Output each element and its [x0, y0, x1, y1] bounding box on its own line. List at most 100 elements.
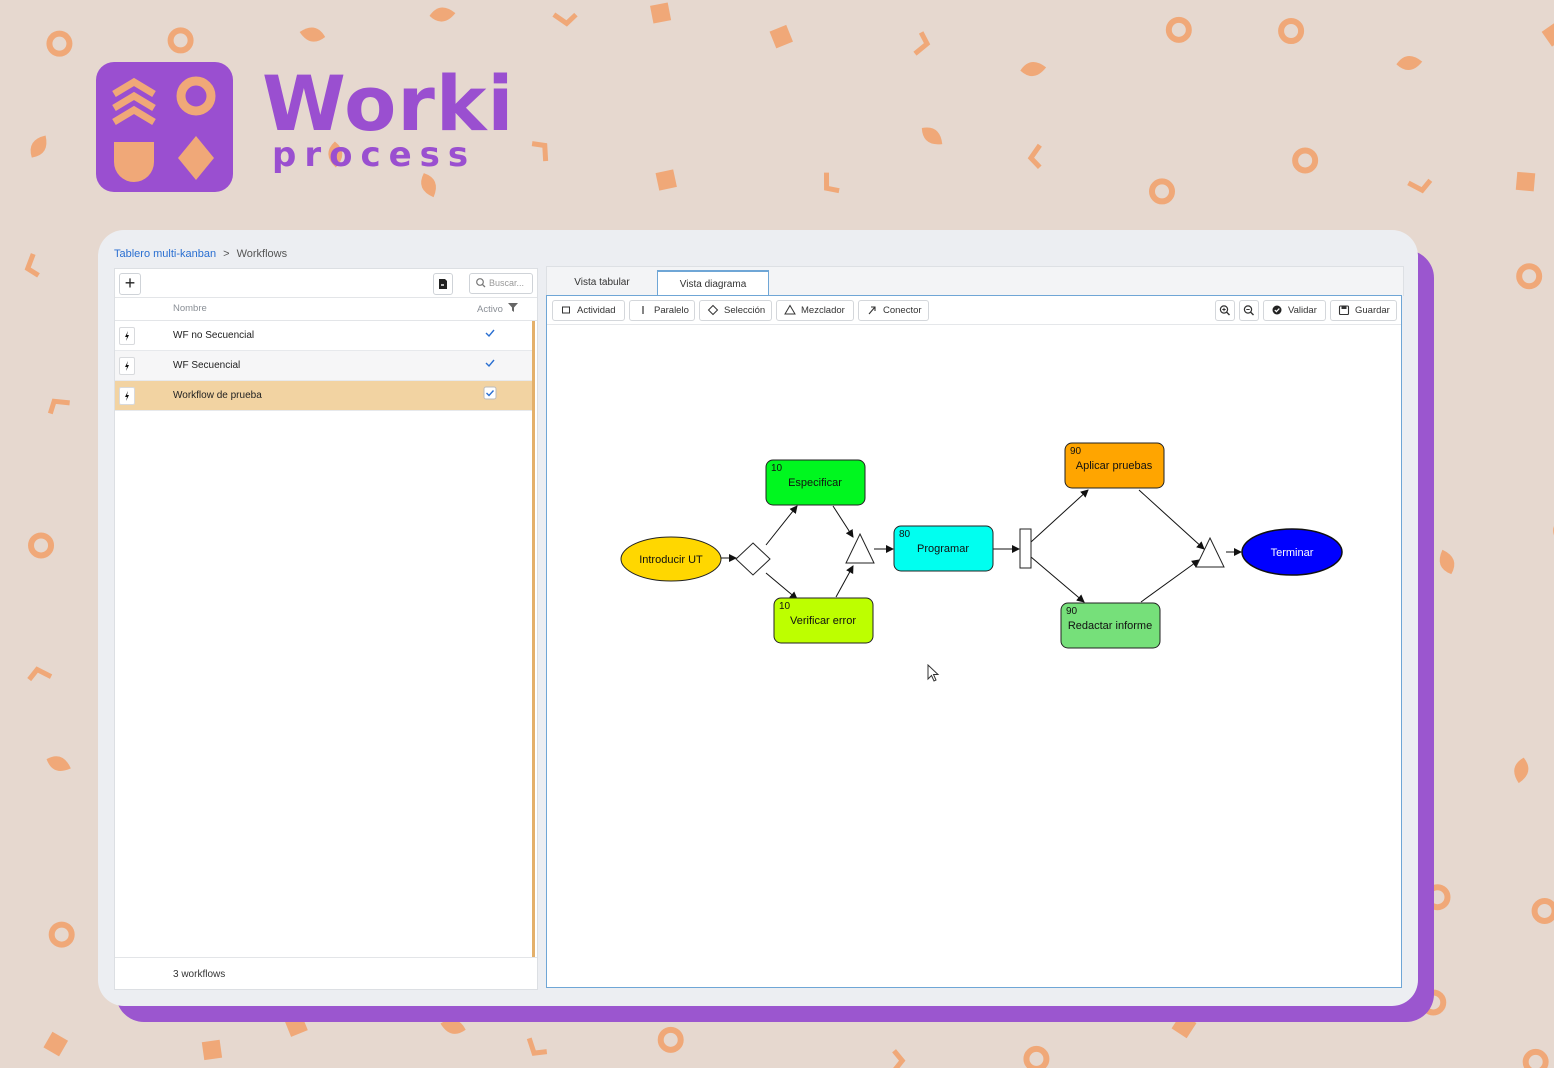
confetti-shape [1516, 263, 1543, 290]
confetti-shape [1515, 171, 1536, 192]
node-label: Introducir UT [639, 554, 703, 566]
add-workflow-button[interactable]: + [119, 273, 141, 295]
add-connector-button[interactable]: Conector [858, 300, 929, 321]
table-row[interactable]: WF no Secuencial [115, 321, 533, 351]
checkbox[interactable] [483, 386, 497, 400]
confetti-shape [531, 141, 549, 162]
confetti-shape [46, 30, 73, 57]
save-button[interactable]: Guardar [1330, 300, 1397, 321]
check-circle-icon [1271, 301, 1283, 327]
node-introducir-ut[interactable]: Introducir UT [620, 536, 722, 582]
tab-vista-diagrama[interactable]: Vista diagrama [657, 270, 769, 298]
confetti-shape [1278, 18, 1305, 45]
confetti-shape [43, 1031, 69, 1057]
add-activity-button[interactable]: Actividad [552, 300, 625, 321]
validate-button[interactable]: Validar [1263, 300, 1326, 321]
confetti-shape [1514, 757, 1529, 784]
row-name: Workflow de prueba [173, 390, 262, 401]
brand-subtitle: process [272, 135, 477, 175]
confetti-shape [440, 1019, 466, 1034]
table-row-selected[interactable]: Workflow de prueba [115, 381, 533, 411]
diamond-icon [707, 301, 719, 327]
confetti-shape [1165, 16, 1192, 43]
node-number: 10 [771, 463, 783, 474]
node-label: Programar [917, 543, 969, 555]
confetti-shape [1027, 143, 1042, 169]
confetti-shape [1020, 62, 1047, 77]
square-icon [560, 301, 572, 327]
list-footer: 3 workflows [115, 957, 537, 990]
node-number: 90 [1070, 446, 1082, 457]
filter-icon[interactable] [507, 303, 518, 312]
confetti-shape [429, 7, 456, 22]
node-terminar[interactable]: Terminar [1241, 528, 1343, 576]
node-verificar-error[interactable]: 10 Verificar error [773, 597, 874, 644]
confetti-shape [27, 666, 53, 682]
confetti-shape [48, 921, 75, 948]
confetti-shape [655, 169, 677, 191]
workflow-list-panel: + Buscar... Nombre Activo WF no Secuenci… [114, 268, 538, 990]
list-toolbar: + Buscar... [115, 269, 537, 298]
search-icon [476, 278, 486, 288]
confetti-shape [1522, 1048, 1549, 1068]
zoom-out-button[interactable] [1239, 300, 1259, 321]
node-number: 90 [1066, 606, 1078, 617]
zoom-out-icon [1243, 305, 1254, 316]
tab-vista-tabular[interactable]: Vista tabular [574, 277, 630, 288]
confetti-shape [46, 756, 71, 771]
breadcrumb: Tablero multi-kanban>Workflows [114, 248, 287, 260]
check-icon [485, 359, 495, 368]
edges [721, 489, 1242, 603]
confetti-shape [1149, 178, 1176, 205]
confetti-shape [913, 31, 931, 56]
confetti-shape [1439, 549, 1455, 575]
bar-icon [637, 301, 649, 327]
save-icon [1338, 301, 1350, 327]
mouse-cursor-icon [927, 664, 940, 682]
confetti-shape [1292, 147, 1319, 174]
workflow-detail: Vista tabular Vista diagrama Actividad P… [546, 266, 1404, 988]
node-number: 10 [779, 601, 791, 612]
table-row[interactable]: WF Secuencial [115, 351, 533, 381]
breadcrumb-separator: > [223, 248, 230, 260]
add-selection-button[interactable]: Selección [699, 300, 772, 321]
tab-bar: Vista tabular Vista diagrama [546, 266, 1404, 298]
confetti-shape [657, 1026, 684, 1053]
add-parallel-button[interactable]: Paralelo [629, 300, 695, 321]
node-label: Especificar [788, 477, 842, 489]
confetti-shape [1396, 56, 1423, 70]
merger-2[interactable] [1195, 536, 1225, 568]
confetti-shape [769, 24, 793, 49]
lightning-icon [119, 357, 135, 375]
merger-1[interactable] [845, 532, 875, 564]
workflow-count: 3 workflows [173, 969, 226, 980]
node-aplicar-pruebas[interactable]: 90 Aplicar pruebas [1064, 442, 1165, 489]
confetti-shape [526, 1037, 548, 1056]
lightning-icon [119, 387, 135, 405]
confetti-shape [1407, 178, 1433, 194]
scrollbar[interactable] [532, 321, 535, 957]
confetti-shape [823, 172, 840, 194]
node-redactar-informe[interactable]: 90 Redactar informe [1060, 602, 1161, 649]
confetti-shape [921, 127, 943, 145]
column-header-name[interactable]: Nombre [173, 303, 207, 314]
row-name: WF no Secuencial [173, 330, 255, 341]
export-button[interactable] [433, 273, 453, 295]
add-merger-button[interactable]: Mezclador [776, 300, 854, 321]
confetti-shape [167, 27, 194, 54]
confetti-shape [299, 27, 326, 42]
parallel-bar[interactable] [1019, 528, 1032, 569]
confetti-shape [47, 398, 70, 415]
search-input[interactable]: Buscar... [469, 273, 533, 294]
node-programar[interactable]: 80 Programar [893, 525, 994, 572]
selection-gateway[interactable] [735, 542, 771, 576]
zoom-in-button[interactable] [1215, 300, 1235, 321]
node-number: 80 [899, 529, 911, 540]
confetti-shape [650, 2, 672, 24]
column-header-active[interactable]: Activo [477, 303, 518, 315]
search-placeholder: Buscar... [489, 278, 525, 288]
node-label: Terminar [1271, 547, 1314, 559]
workflow-diagram[interactable]: Introducir UT 10 Especificar 10 Verifica… [547, 324, 1401, 986]
node-especificar[interactable]: 10 Especificar [765, 459, 866, 506]
breadcrumb-root-link[interactable]: Tablero multi-kanban [114, 248, 217, 260]
